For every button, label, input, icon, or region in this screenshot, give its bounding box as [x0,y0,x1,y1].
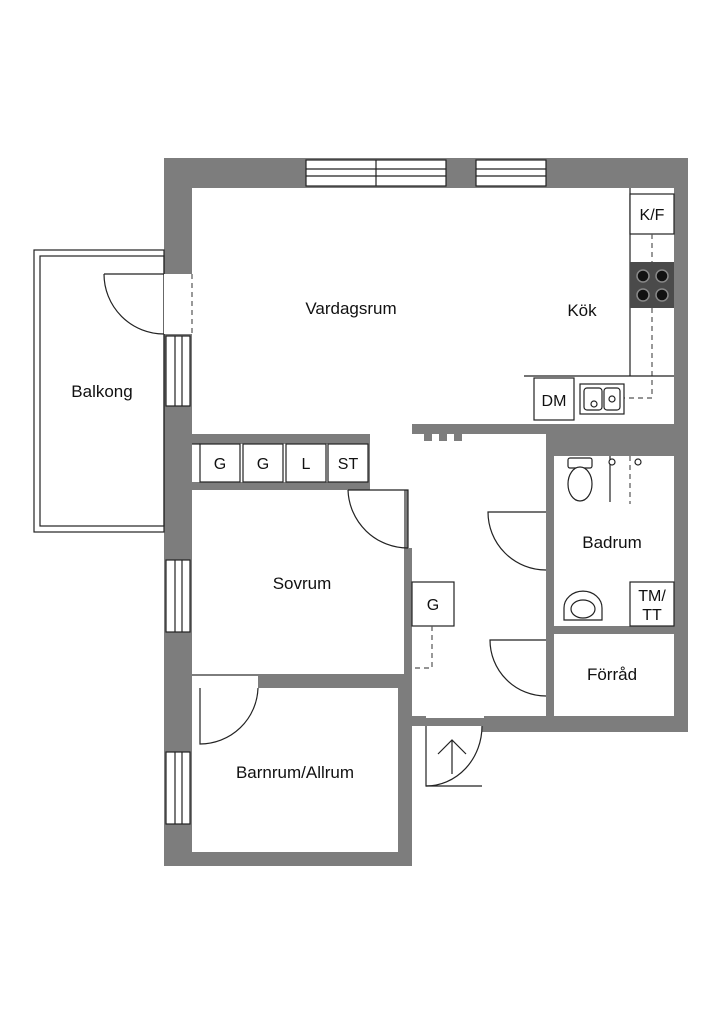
doors [198,489,547,787]
hall-closet-label-g: G [427,597,439,614]
hallway-fixtures [411,434,462,669]
fixture-label-kf: K/F [640,207,665,224]
room-labels: Vardagsrum Kök Balkong Sovrum Badrum För… [71,299,641,782]
closet-label-g1: G [214,456,226,473]
room-label-barnrum: Barnrum/Allrum [236,763,354,782]
closet-label-g2: G [257,456,269,473]
room-label-kok: Kök [567,301,597,320]
room-label-vardagsrum: Vardagsrum [305,299,396,318]
fixture-label-tm-1: TM/ [638,588,666,605]
balcony [33,249,193,533]
room-label-sovrum: Sovrum [273,574,332,593]
fixture-label-tm-2: TT [642,607,662,624]
fixture-labels: K/F DM TM/ TT G G L ST G [214,207,667,624]
bathroom-fixtures [563,456,675,627]
closets [192,443,369,483]
kitchen-fixtures [524,188,675,421]
windows [165,159,547,825]
room-label-forrad: Förråd [587,665,637,684]
closet-label-st: ST [338,456,359,473]
closet-label-l: L [302,456,311,473]
room-label-badrum: Badrum [582,533,642,552]
fixture-label-dm: DM [542,393,567,410]
room-label-balkong: Balkong [71,382,132,401]
